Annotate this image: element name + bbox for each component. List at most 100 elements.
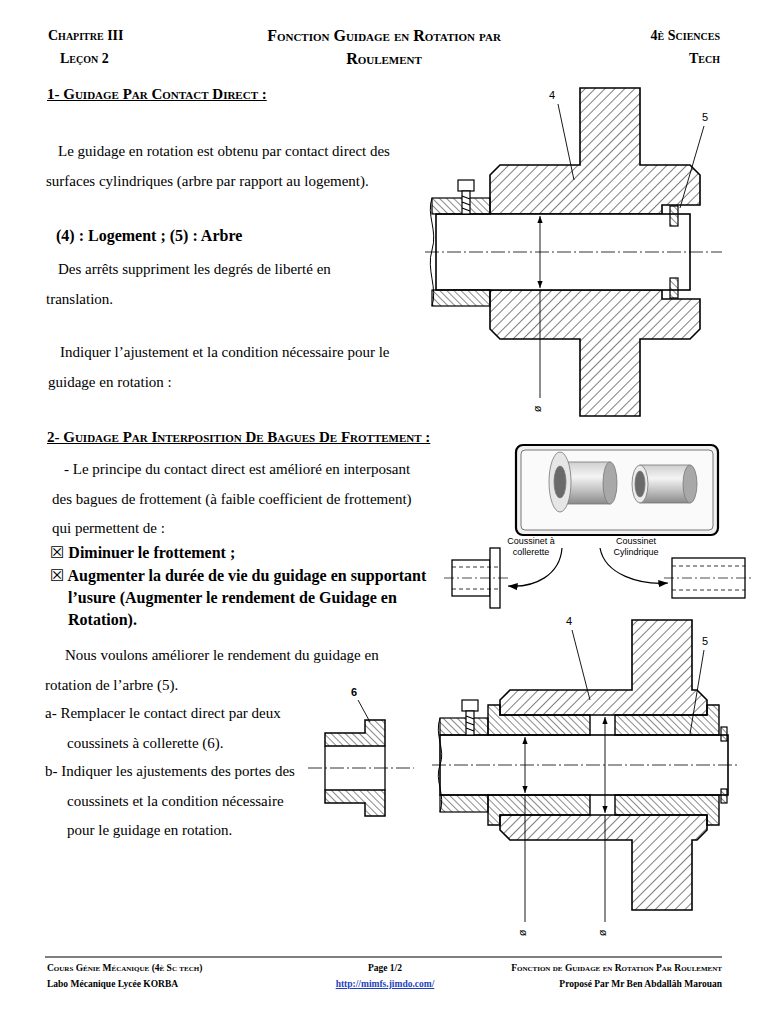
bushing-section xyxy=(325,720,385,746)
housing-section xyxy=(500,815,707,910)
bushing-photo xyxy=(603,462,617,504)
paragraph: Le guidage en rotation est obtenu par co… xyxy=(46,136,396,196)
left-collar xyxy=(432,290,490,306)
dimension-line xyxy=(525,717,605,922)
housing-section xyxy=(490,88,700,214)
center-line xyxy=(432,765,740,766)
leader-line xyxy=(572,630,590,700)
callout-number: 4 xyxy=(566,614,572,628)
hidden-line xyxy=(452,589,500,590)
lesson-label: Leçon 2 xyxy=(60,50,109,68)
leader-line xyxy=(558,104,574,180)
footer-link: http://mimfs.jimdo.com/ xyxy=(300,978,470,990)
housing-section xyxy=(490,290,700,416)
photo-caption: Coussinet à collerette xyxy=(498,536,564,558)
footer-text: Proposé Par Mr Ben Abdallâh Marouan xyxy=(430,978,722,990)
center-line xyxy=(444,578,754,579)
leader-line xyxy=(358,700,370,722)
dimension-line xyxy=(540,216,541,288)
callout-number: 5 xyxy=(702,634,708,648)
hidden-line xyxy=(672,566,745,567)
bushing-photo xyxy=(549,452,697,512)
dimension-line xyxy=(605,717,606,813)
chapter-label: Chapitre III xyxy=(48,27,124,45)
left-collar xyxy=(432,198,490,214)
leader-line xyxy=(680,126,704,208)
screw xyxy=(458,180,474,214)
screw xyxy=(462,202,470,205)
bushing-section xyxy=(488,795,590,825)
screw xyxy=(462,700,478,735)
leader-line xyxy=(558,104,704,208)
photo-caption: Coussinet Cylindrique xyxy=(603,536,669,558)
screw xyxy=(466,728,474,731)
screw xyxy=(462,196,470,199)
bushing-section xyxy=(615,795,719,825)
left-collar xyxy=(440,718,488,735)
class-label: Tech xyxy=(590,50,720,68)
circlip xyxy=(721,727,727,741)
bushing-photo xyxy=(683,465,697,503)
page-number: Page 1/2 xyxy=(340,962,430,974)
paragraph: Des arrêts suppriment les degrés de libe… xyxy=(46,254,391,314)
bullet-item: ☒ Diminuer le frottement ; xyxy=(50,543,380,563)
bushing-section xyxy=(488,705,590,735)
bullet-item: ☒ Augmenter la durée de vie du guidage e… xyxy=(50,565,428,631)
photo-frame xyxy=(516,445,718,535)
leader-line xyxy=(690,650,704,734)
center-line xyxy=(308,768,414,769)
bushing-photo xyxy=(554,466,566,498)
dimension-line xyxy=(540,216,541,398)
dimension-line xyxy=(525,795,526,922)
footer-rule xyxy=(45,956,722,957)
dimension-line xyxy=(540,290,541,398)
callout-number: 5 xyxy=(702,110,708,124)
legend-text: (4) : Logement ; (5) : Arbre xyxy=(56,226,242,246)
page-title: Fonction Guidage en Rotation par Rouleme… xyxy=(244,24,524,70)
leader-line xyxy=(358,700,370,722)
bushing-photo xyxy=(635,471,645,497)
center-line xyxy=(444,578,508,579)
footer-text: Cours Génie Mécanique (4è Sc tech) xyxy=(47,962,202,974)
leader-line xyxy=(572,630,704,734)
callout-number: 4 xyxy=(549,88,555,102)
bushing-section xyxy=(615,705,719,735)
class-label: 4è Sciences xyxy=(590,27,720,45)
paragraph: Nous voulons améliorer le rendement du g… xyxy=(45,640,413,700)
photo-frame xyxy=(521,450,713,530)
dimension-line xyxy=(605,815,606,922)
circlip xyxy=(670,206,678,226)
hidden-line xyxy=(672,590,745,591)
question: Indiquer l’ajustement et la condition né… xyxy=(48,337,420,397)
screw xyxy=(462,700,478,711)
dimension-line xyxy=(525,737,526,793)
section-heading: 1- Guidage Par Contact Direct : xyxy=(47,85,267,104)
bushing-section xyxy=(325,790,385,816)
footer-text: Labo Mécanique Lycée KORBA xyxy=(47,978,178,990)
housing-section xyxy=(500,620,707,715)
center-line xyxy=(425,252,722,253)
diameter-symbol: ø xyxy=(595,930,609,937)
screw xyxy=(466,716,474,719)
screw xyxy=(462,208,470,211)
center-line xyxy=(432,765,740,766)
question: b- Indiquer les ajustements des portes d… xyxy=(45,757,312,846)
screw xyxy=(466,711,474,735)
photo-frame xyxy=(516,445,718,535)
paragraph: - Le principe du contact direct est amél… xyxy=(52,455,417,544)
circlip xyxy=(670,278,678,298)
diameter-symbol: ø xyxy=(515,930,529,937)
center-line xyxy=(425,252,722,253)
diameter-symbol: ø xyxy=(530,406,544,413)
center-line xyxy=(308,768,414,769)
question: a- Remplacer le contact direct par deux … xyxy=(45,698,317,758)
footer-text: Fonction de Guidage en Rotation Par Roul… xyxy=(430,962,722,974)
bushing-photo xyxy=(632,465,648,503)
screw xyxy=(462,191,470,214)
left-collar xyxy=(440,795,488,812)
circlip xyxy=(721,789,727,803)
section-heading: 2- Guidage Par Interposition De Bagues D… xyxy=(47,428,430,447)
callout-number: 6 xyxy=(351,685,357,699)
